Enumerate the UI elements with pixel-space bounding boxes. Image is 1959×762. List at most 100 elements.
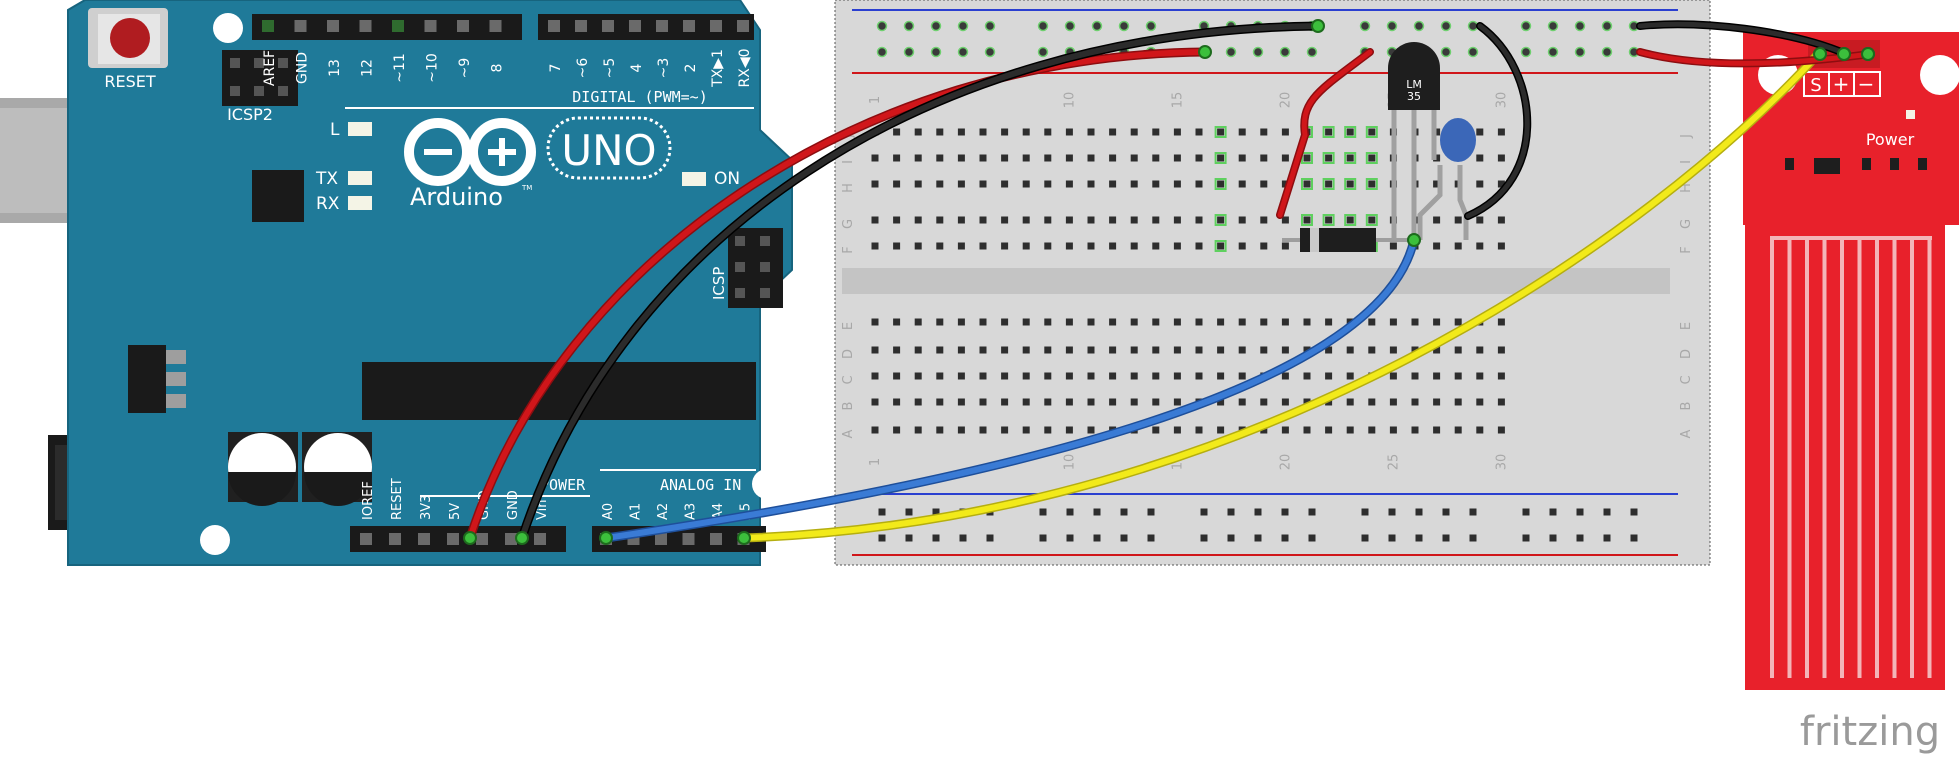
breadboard-hole[interactable]: [893, 318, 901, 326]
breadboard-hole[interactable]: [1001, 216, 1009, 224]
breadboard-hole[interactable]: [1497, 346, 1505, 354]
rail-hole[interactable]: [984, 46, 996, 58]
rail-hole[interactable]: [1037, 20, 1049, 32]
breadboard-hole[interactable]: [914, 216, 922, 224]
breadboard-hole[interactable]: [979, 318, 987, 326]
breadboard-hole[interactable]: [1346, 216, 1354, 224]
breadboard-hole[interactable]: [1454, 426, 1462, 434]
breadboard-hole[interactable]: [1325, 318, 1333, 326]
breadboard-hole[interactable]: [979, 426, 987, 434]
breadboard-hole[interactable]: [1476, 180, 1484, 188]
breadboard-hole[interactable]: [1368, 346, 1376, 354]
breadboard-hole[interactable]: [1130, 242, 1138, 250]
digital-pin-hole[interactable]: [575, 20, 587, 32]
breadboard-hole[interactable]: [1217, 372, 1225, 380]
breadboard-hole[interactable]: [893, 216, 901, 224]
breadboard-hole[interactable]: [979, 128, 987, 136]
digital-pin-hole[interactable]: [489, 20, 502, 32]
breadboard-hole[interactable]: [1130, 154, 1138, 162]
breadboard-hole[interactable]: [871, 398, 879, 406]
breadboard-hole[interactable]: [1173, 216, 1181, 224]
breadboard-hole[interactable]: [1087, 426, 1095, 434]
rail-hole[interactable]: [1147, 534, 1155, 542]
rail-hole[interactable]: [876, 20, 888, 32]
breadboard-hole[interactable]: [1411, 346, 1419, 354]
breadboard-hole[interactable]: [1217, 398, 1225, 406]
breadboard-hole[interactable]: [1001, 154, 1009, 162]
breadboard-hole[interactable]: [1087, 242, 1095, 250]
breadboard-hole[interactable]: [1195, 346, 1203, 354]
breadboard-hole[interactable]: [1389, 242, 1397, 250]
breadboard-hole[interactable]: [1346, 346, 1354, 354]
rail-hole[interactable]: [1281, 534, 1289, 542]
breadboard-hole[interactable]: [1281, 128, 1289, 136]
breadboard-hole[interactable]: [1087, 346, 1095, 354]
breadboard-hole[interactable]: [1368, 426, 1376, 434]
breadboard-hole[interactable]: [1152, 180, 1160, 188]
breadboard-hole[interactable]: [1325, 426, 1333, 434]
breadboard-hole[interactable]: [871, 318, 879, 326]
breadboard-hole[interactable]: [979, 372, 987, 380]
rail-hole[interactable]: [1601, 20, 1613, 32]
breadboard-hole[interactable]: [1022, 372, 1030, 380]
breadboard-hole[interactable]: [1346, 372, 1354, 380]
breadboard-hole[interactable]: [1368, 216, 1376, 224]
breadboard-hole[interactable]: [893, 398, 901, 406]
breadboard-hole[interactable]: [1238, 318, 1246, 326]
rail-hole[interactable]: [1386, 20, 1398, 32]
breadboard-hole[interactable]: [957, 372, 965, 380]
breadboard-hole[interactable]: [1281, 426, 1289, 434]
breadboard-hole[interactable]: [1260, 346, 1268, 354]
breadboard-hole[interactable]: [1411, 318, 1419, 326]
breadboard-hole[interactable]: [1368, 154, 1376, 162]
breadboard-hole[interactable]: [957, 180, 965, 188]
breadboard-hole[interactable]: [914, 398, 922, 406]
breadboard-hole[interactable]: [1173, 426, 1181, 434]
breadboard-hole[interactable]: [893, 242, 901, 250]
rail-hole[interactable]: [1549, 508, 1557, 516]
breadboard-hole[interactable]: [1001, 180, 1009, 188]
rail-hole[interactable]: [1308, 508, 1316, 516]
rail-hole[interactable]: [1039, 534, 1047, 542]
rail-hole[interactable]: [1440, 20, 1452, 32]
rail-hole[interactable]: [1200, 508, 1208, 516]
breadboard-hole[interactable]: [1217, 128, 1225, 136]
breadboard-hole[interactable]: [1022, 346, 1030, 354]
breadboard-hole[interactable]: [893, 346, 901, 354]
rail-hole[interactable]: [1091, 20, 1103, 32]
rail-hole[interactable]: [1308, 534, 1316, 542]
analog-pin-hole[interactable]: [682, 533, 695, 545]
diode[interactable]: [1282, 228, 1412, 252]
breadboard-hole[interactable]: [1044, 180, 1052, 188]
breadboard-hole[interactable]: [1217, 242, 1225, 250]
breadboard-hole[interactable]: [1497, 372, 1505, 380]
breadboard-hole[interactable]: [1022, 318, 1030, 326]
breadboard-hole[interactable]: [1389, 372, 1397, 380]
breadboard-hole[interactable]: [1044, 426, 1052, 434]
breadboard-hole[interactable]: [1195, 154, 1203, 162]
breadboard-hole[interactable]: [1130, 128, 1138, 136]
breadboard-hole[interactable]: [936, 318, 944, 326]
breadboard-hole[interactable]: [1065, 398, 1073, 406]
breadboard-hole[interactable]: [957, 426, 965, 434]
breadboard-hole[interactable]: [1411, 426, 1419, 434]
breadboard-hole[interactable]: [1238, 128, 1246, 136]
breadboard-hole[interactable]: [1238, 242, 1246, 250]
rail-hole[interactable]: [984, 20, 996, 32]
breadboard-hole[interactable]: [1130, 180, 1138, 188]
breadboard-hole[interactable]: [1497, 242, 1505, 250]
breadboard-hole[interactable]: [1001, 372, 1009, 380]
rail-hole[interactable]: [878, 534, 886, 542]
breadboard-hole[interactable]: [1346, 128, 1354, 136]
breadboard-hole[interactable]: [914, 346, 922, 354]
breadboard-hole[interactable]: [1238, 398, 1246, 406]
rail-hole[interactable]: [905, 534, 913, 542]
breadboard-hole[interactable]: [1044, 372, 1052, 380]
breadboard-hole[interactable]: [1065, 128, 1073, 136]
power-pin-hole[interactable]: [505, 533, 517, 545]
breadboard-hole[interactable]: [1173, 128, 1181, 136]
rail-hole[interactable]: [930, 46, 942, 58]
breadboard-hole[interactable]: [1476, 372, 1484, 380]
breadboard-hole[interactable]: [1022, 154, 1030, 162]
rail-hole[interactable]: [1281, 508, 1289, 516]
